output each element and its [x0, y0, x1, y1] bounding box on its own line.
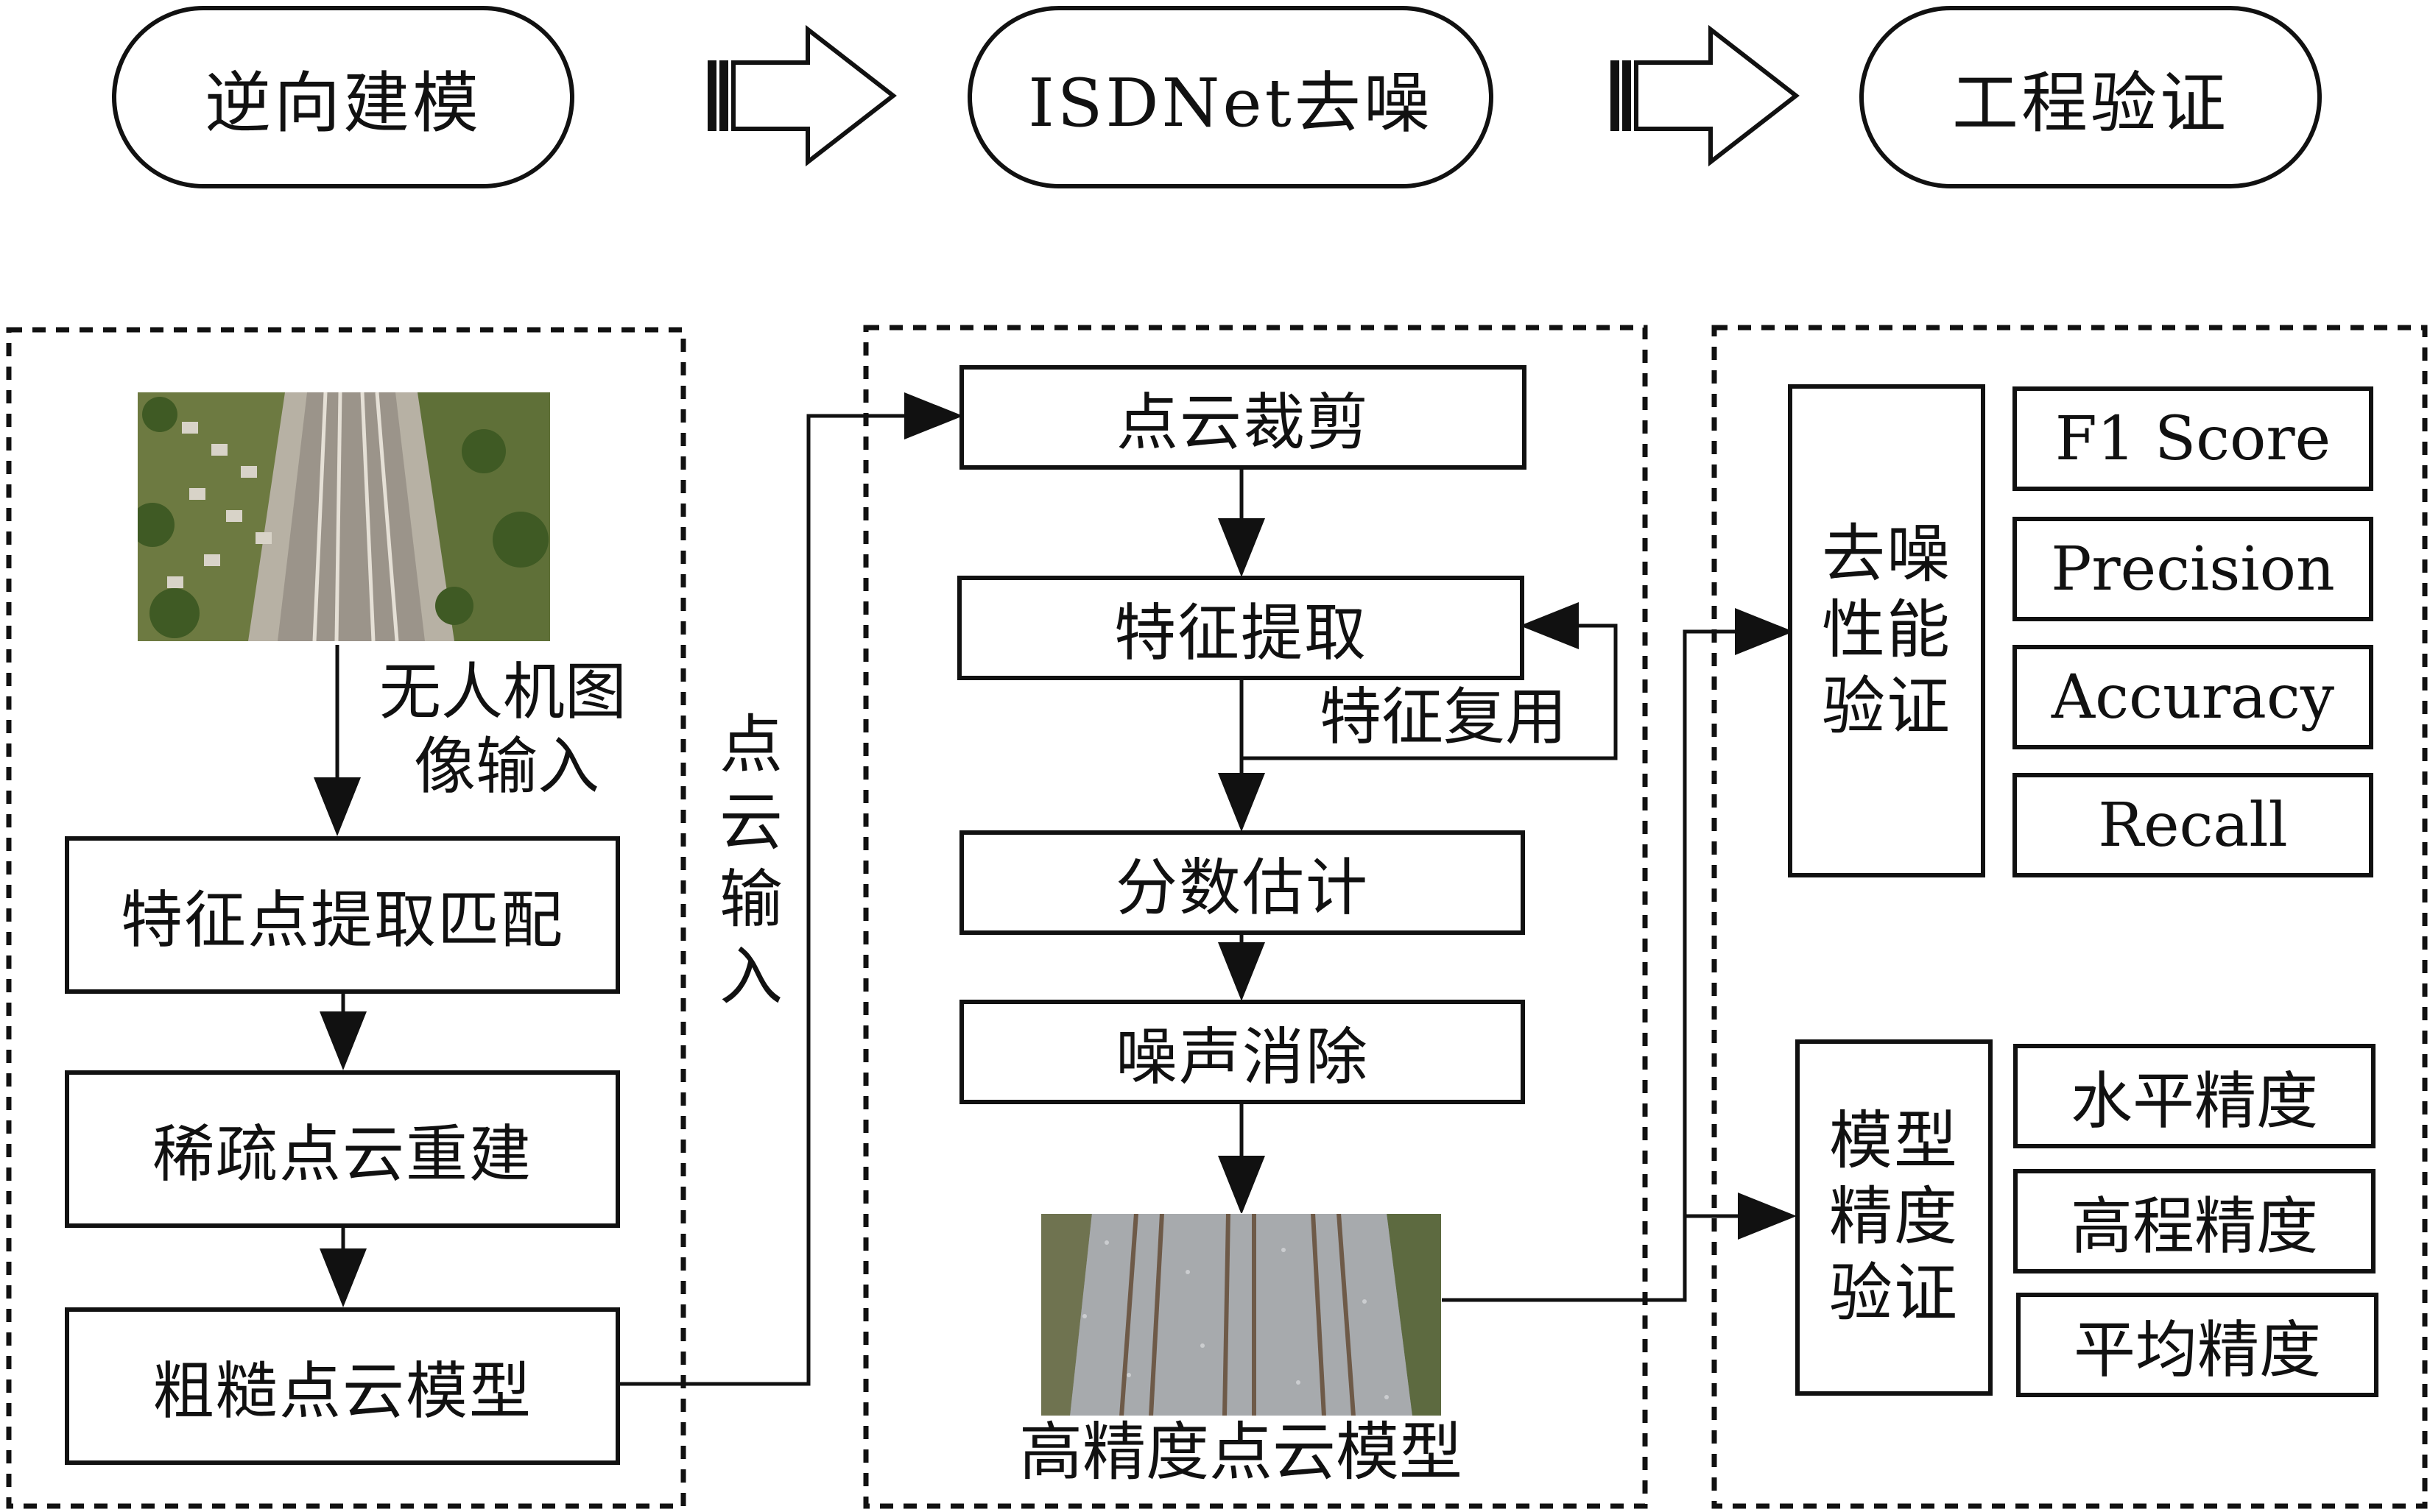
- step-label: 噪声消除: [1115, 1020, 1369, 1093]
- group-frame-engineering: [1711, 325, 2428, 1509]
- metric-average-precision: 平均精度: [2016, 1293, 2378, 1397]
- vertical-char: 云: [719, 785, 783, 859]
- vertical-char-pair: 验证: [1829, 1256, 1959, 1330]
- uav-input-label: 无人机图 像输入: [363, 655, 643, 804]
- stage-pill-reverse-modeling: 逆向建模: [112, 6, 574, 188]
- uav-image: [138, 392, 550, 641]
- arrow-output-to-denoise-verify: [1683, 608, 1794, 1216]
- metric-recall: Recall: [2012, 773, 2373, 877]
- vertical-char: 点: [719, 708, 783, 782]
- metric-horizontal-precision: 水平精度: [2013, 1044, 2376, 1148]
- step-noise-removal: 噪声消除: [959, 1000, 1525, 1104]
- stage-pill-engineering: 工程验证: [1859, 6, 2322, 188]
- model-precision-verification: 模型 精度 验证: [1795, 1039, 1993, 1396]
- metric-elevation-precision: 高程精度: [2013, 1169, 2376, 1273]
- arrow-feedback-loop: [1242, 602, 1618, 760]
- uav-input-label-line2: 像输入: [413, 729, 599, 802]
- step-coarse-point-cloud: 粗糙点云模型: [65, 1307, 620, 1465]
- denoise-performance-verification: 去噪 性能 验证: [1788, 384, 1985, 877]
- step-sparse-reconstruction: 稀疏点云重建: [65, 1070, 620, 1228]
- step-point-cloud-crop: 点云裁剪: [959, 365, 1526, 470]
- vertical-char-pair: 去噪: [1822, 517, 1951, 592]
- stage-pill-isdnet: ISDNet去噪: [968, 6, 1493, 188]
- step-label: 特征点提取匹配: [120, 883, 564, 956]
- stage-pill-label: ISDNet去噪: [1028, 65, 1433, 142]
- step-label: 特征提取: [1113, 596, 1367, 669]
- metric-precision: Precision: [2012, 517, 2373, 621]
- arrow-output-to-model-verify: [1442, 1193, 1797, 1302]
- vertical-char-pair: 模型: [1829, 1104, 1959, 1179]
- point-cloud-input-label: 点 云 输 入: [714, 707, 788, 1016]
- step-label: 粗糙点云模型: [152, 1354, 532, 1427]
- uav-image-illustration: [138, 392, 550, 641]
- step-label: 稀疏点云重建: [152, 1117, 532, 1190]
- stage-pill-label: 工程验证: [1952, 65, 2229, 142]
- arrow-coarse-to-crop: [617, 392, 963, 1386]
- uav-input-label-line1: 无人机图: [378, 656, 627, 728]
- vertical-char-pair: 精度: [1829, 1180, 1959, 1254]
- metric-f1-score: F1 Score: [2012, 386, 2373, 491]
- vertical-char-pair: 验证: [1822, 669, 1951, 743]
- group-frame-isdnet: [863, 325, 1648, 1509]
- high-precision-cloud-image: [1040, 1213, 1442, 1416]
- feature-reuse-label: 特征复用: [1319, 681, 1567, 753]
- metric-accuracy: Accuracy: [2012, 645, 2373, 749]
- step-label: 分数估计: [1115, 851, 1369, 924]
- header-arrow-2: [1610, 24, 1800, 167]
- step-feature-point-matching: 特征点提取匹配: [65, 836, 620, 994]
- header-arrow-1: [708, 24, 897, 167]
- step-feature-extraction: 特征提取: [957, 576, 1524, 680]
- step-score-estimation: 分数估计: [959, 830, 1525, 935]
- group-frame-reverse-modeling: [6, 327, 686, 1509]
- vertical-char: 入: [719, 939, 783, 1014]
- vertical-char: 输: [719, 862, 783, 936]
- vertical-char-pair: 性能: [1822, 593, 1951, 668]
- step-label: 点云裁剪: [1116, 386, 1370, 459]
- stage-pill-label: 逆向建模: [205, 65, 482, 142]
- point-cloud-illustration: [1040, 1213, 1442, 1416]
- high-precision-model-label: 高精度点云模型: [1019, 1416, 1462, 1489]
